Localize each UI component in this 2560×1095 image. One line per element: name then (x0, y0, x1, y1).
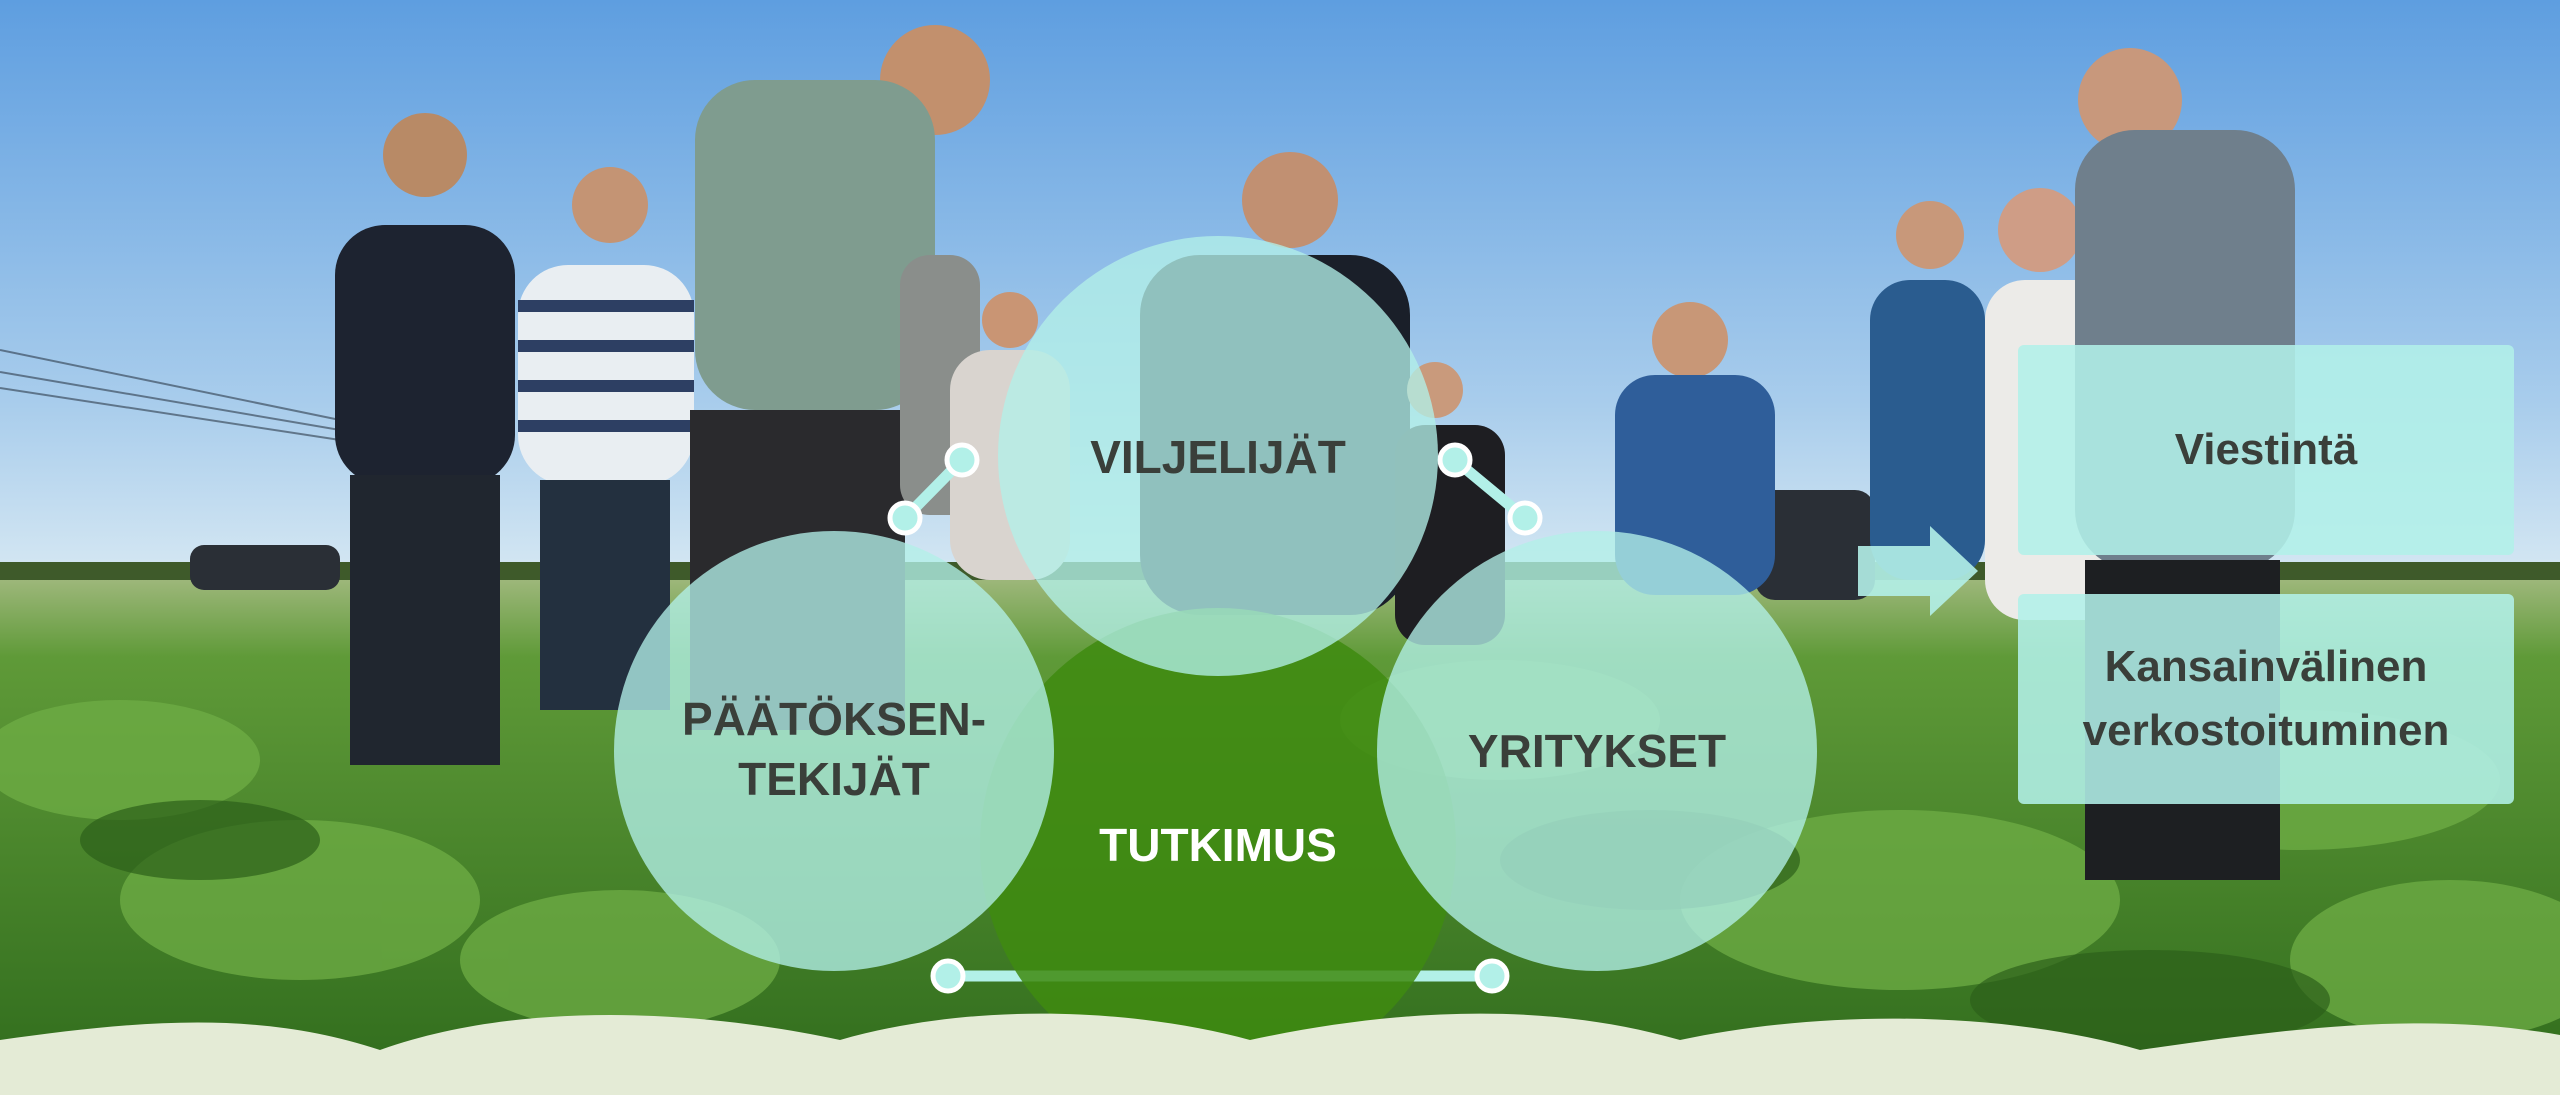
circle-label-yritykset: YRITYKSET (1467, 725, 1727, 777)
diagram-circles (614, 236, 1817, 1084)
circle-yritykset (1377, 531, 1817, 971)
circle-tutkimus (980, 608, 1456, 1084)
box-label-viestinta: Viestintä (2174, 425, 2358, 475)
circle-label-paatoksentekijat: PÄÄTÖKSEN- TEKIJÄT (681, 693, 987, 805)
box-verkostoituminen: Kansainvälinen verkostoituminen (2018, 594, 2514, 804)
circle-paatoksentekijat (614, 531, 1054, 971)
box-viestinta: Viestintä (2018, 345, 2514, 555)
box-label-verkostoituminen: Kansainvälinen verkostoituminen (2082, 642, 2450, 755)
circle-viljelijat (998, 236, 1438, 676)
bottom-wave (0, 1013, 2560, 1095)
circle-label-viljelijat: VILJELIJÄT (1090, 431, 1346, 483)
circle-label-tutkimus: TUTKIMUS (1099, 819, 1337, 871)
arrow-right-icon (1858, 526, 1978, 616)
